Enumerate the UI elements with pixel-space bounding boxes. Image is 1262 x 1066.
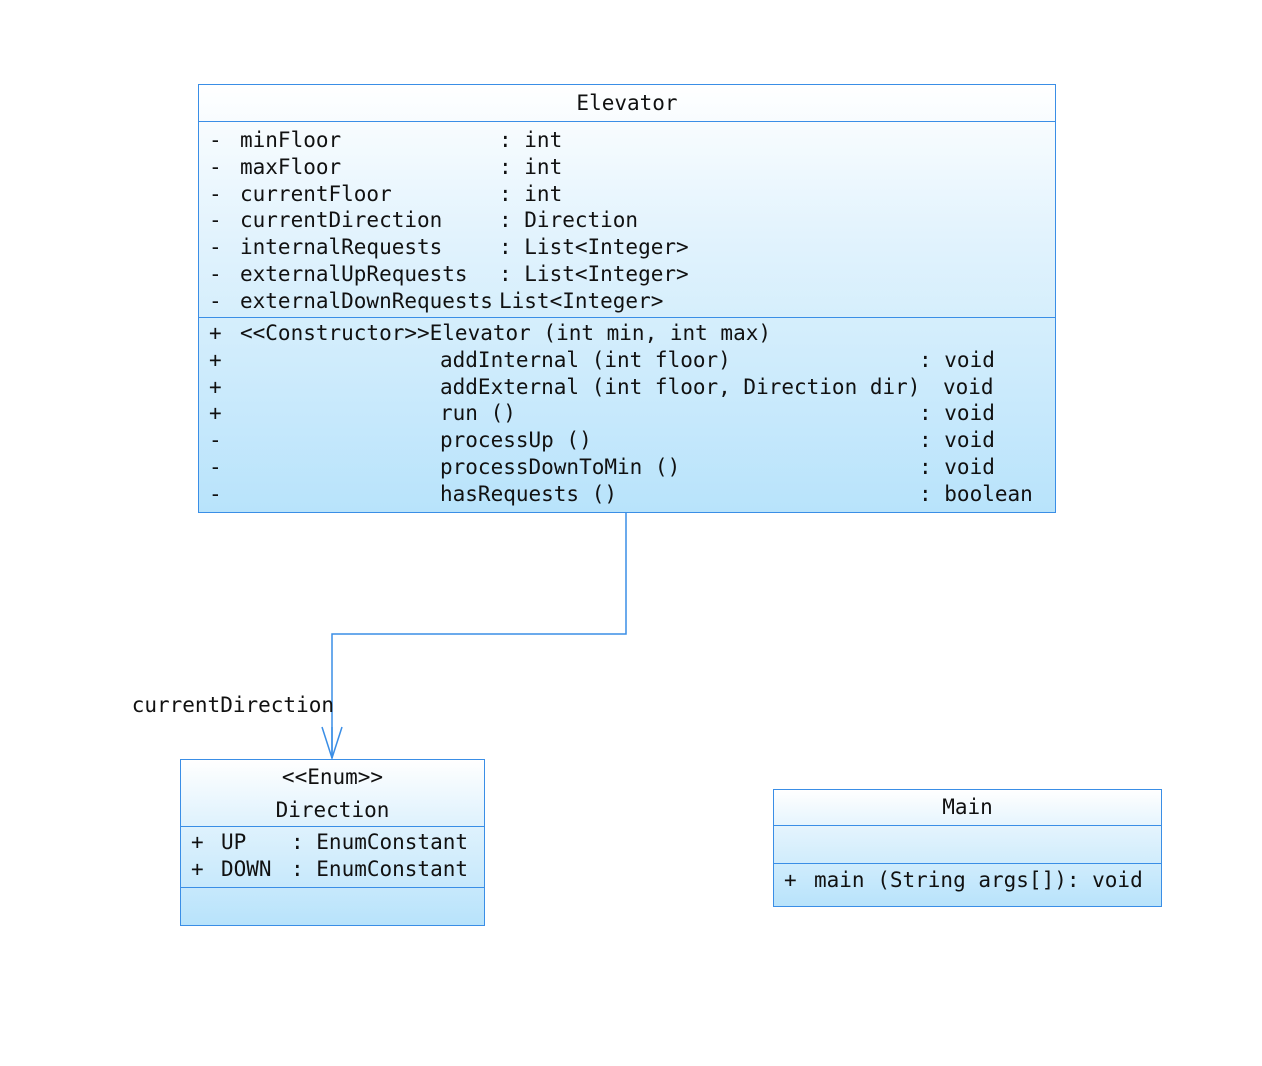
operations-compartment [181,886,484,922]
operation-row[interactable]: +addInternal (int floor): void [209,347,995,372]
operation-row[interactable]: +main (String args[]): void [784,868,1143,892]
class-elevator[interactable]: Elevator -minFloor: int -maxFloor: int -… [198,84,1056,513]
enum-literal-row[interactable]: +UP: EnumConstant [191,830,469,854]
attribute-row[interactable]: -minFloor: int [209,128,563,152]
attribute-row[interactable]: -maxFloor: int [209,154,563,179]
association-role-label: currentDirection [131,693,334,717]
enum-direction[interactable]: <<Enum>> Direction +UP: EnumConstant +DO… [180,759,485,926]
class-name: Main [942,795,993,819]
class-name: Elevator [576,91,678,115]
operation-row[interactable]: +addExternal (int floor, Direction dir)v… [209,374,994,399]
operation-row[interactable]: +run (): void [209,401,995,426]
attribute-row[interactable]: -externalUpRequests: List<Integer> [209,261,689,286]
operation-row[interactable]: -processDownToMin (): void [209,454,995,479]
operations-compartment: +<<Constructor>>Elevator (int min, int m… [199,317,1055,508]
enum-name: Direction [275,798,390,822]
operation-row[interactable]: -hasRequests (): boolean [209,481,1033,506]
operations-compartment: +main (String args[]): void [774,863,1161,894]
association-line[interactable] [331,513,627,758]
literals-compartment: +UP: EnumConstant +DOWN: EnumConstant [181,826,484,887]
operation-row[interactable]: -processUp (): void [209,428,995,453]
class-main[interactable]: Main +main (String args[]): void [773,789,1162,907]
attribute-row[interactable]: -internalRequests: List<Integer> [209,235,689,260]
attributes-compartment: -minFloor: int -maxFloor: int -currentFl… [199,121,1055,317]
enum-stereotype: <<Enum>> [281,765,384,789]
attribute-row[interactable]: -currentFloor: int [209,181,563,206]
attribute-row[interactable]: -currentDirection: Direction [209,208,639,233]
attributes-compartment [774,825,1161,863]
constructor-row[interactable]: +<<Constructor>>Elevator (int min, int m… [209,321,772,345]
enum-literal-row[interactable]: +DOWN: EnumConstant [191,856,469,881]
